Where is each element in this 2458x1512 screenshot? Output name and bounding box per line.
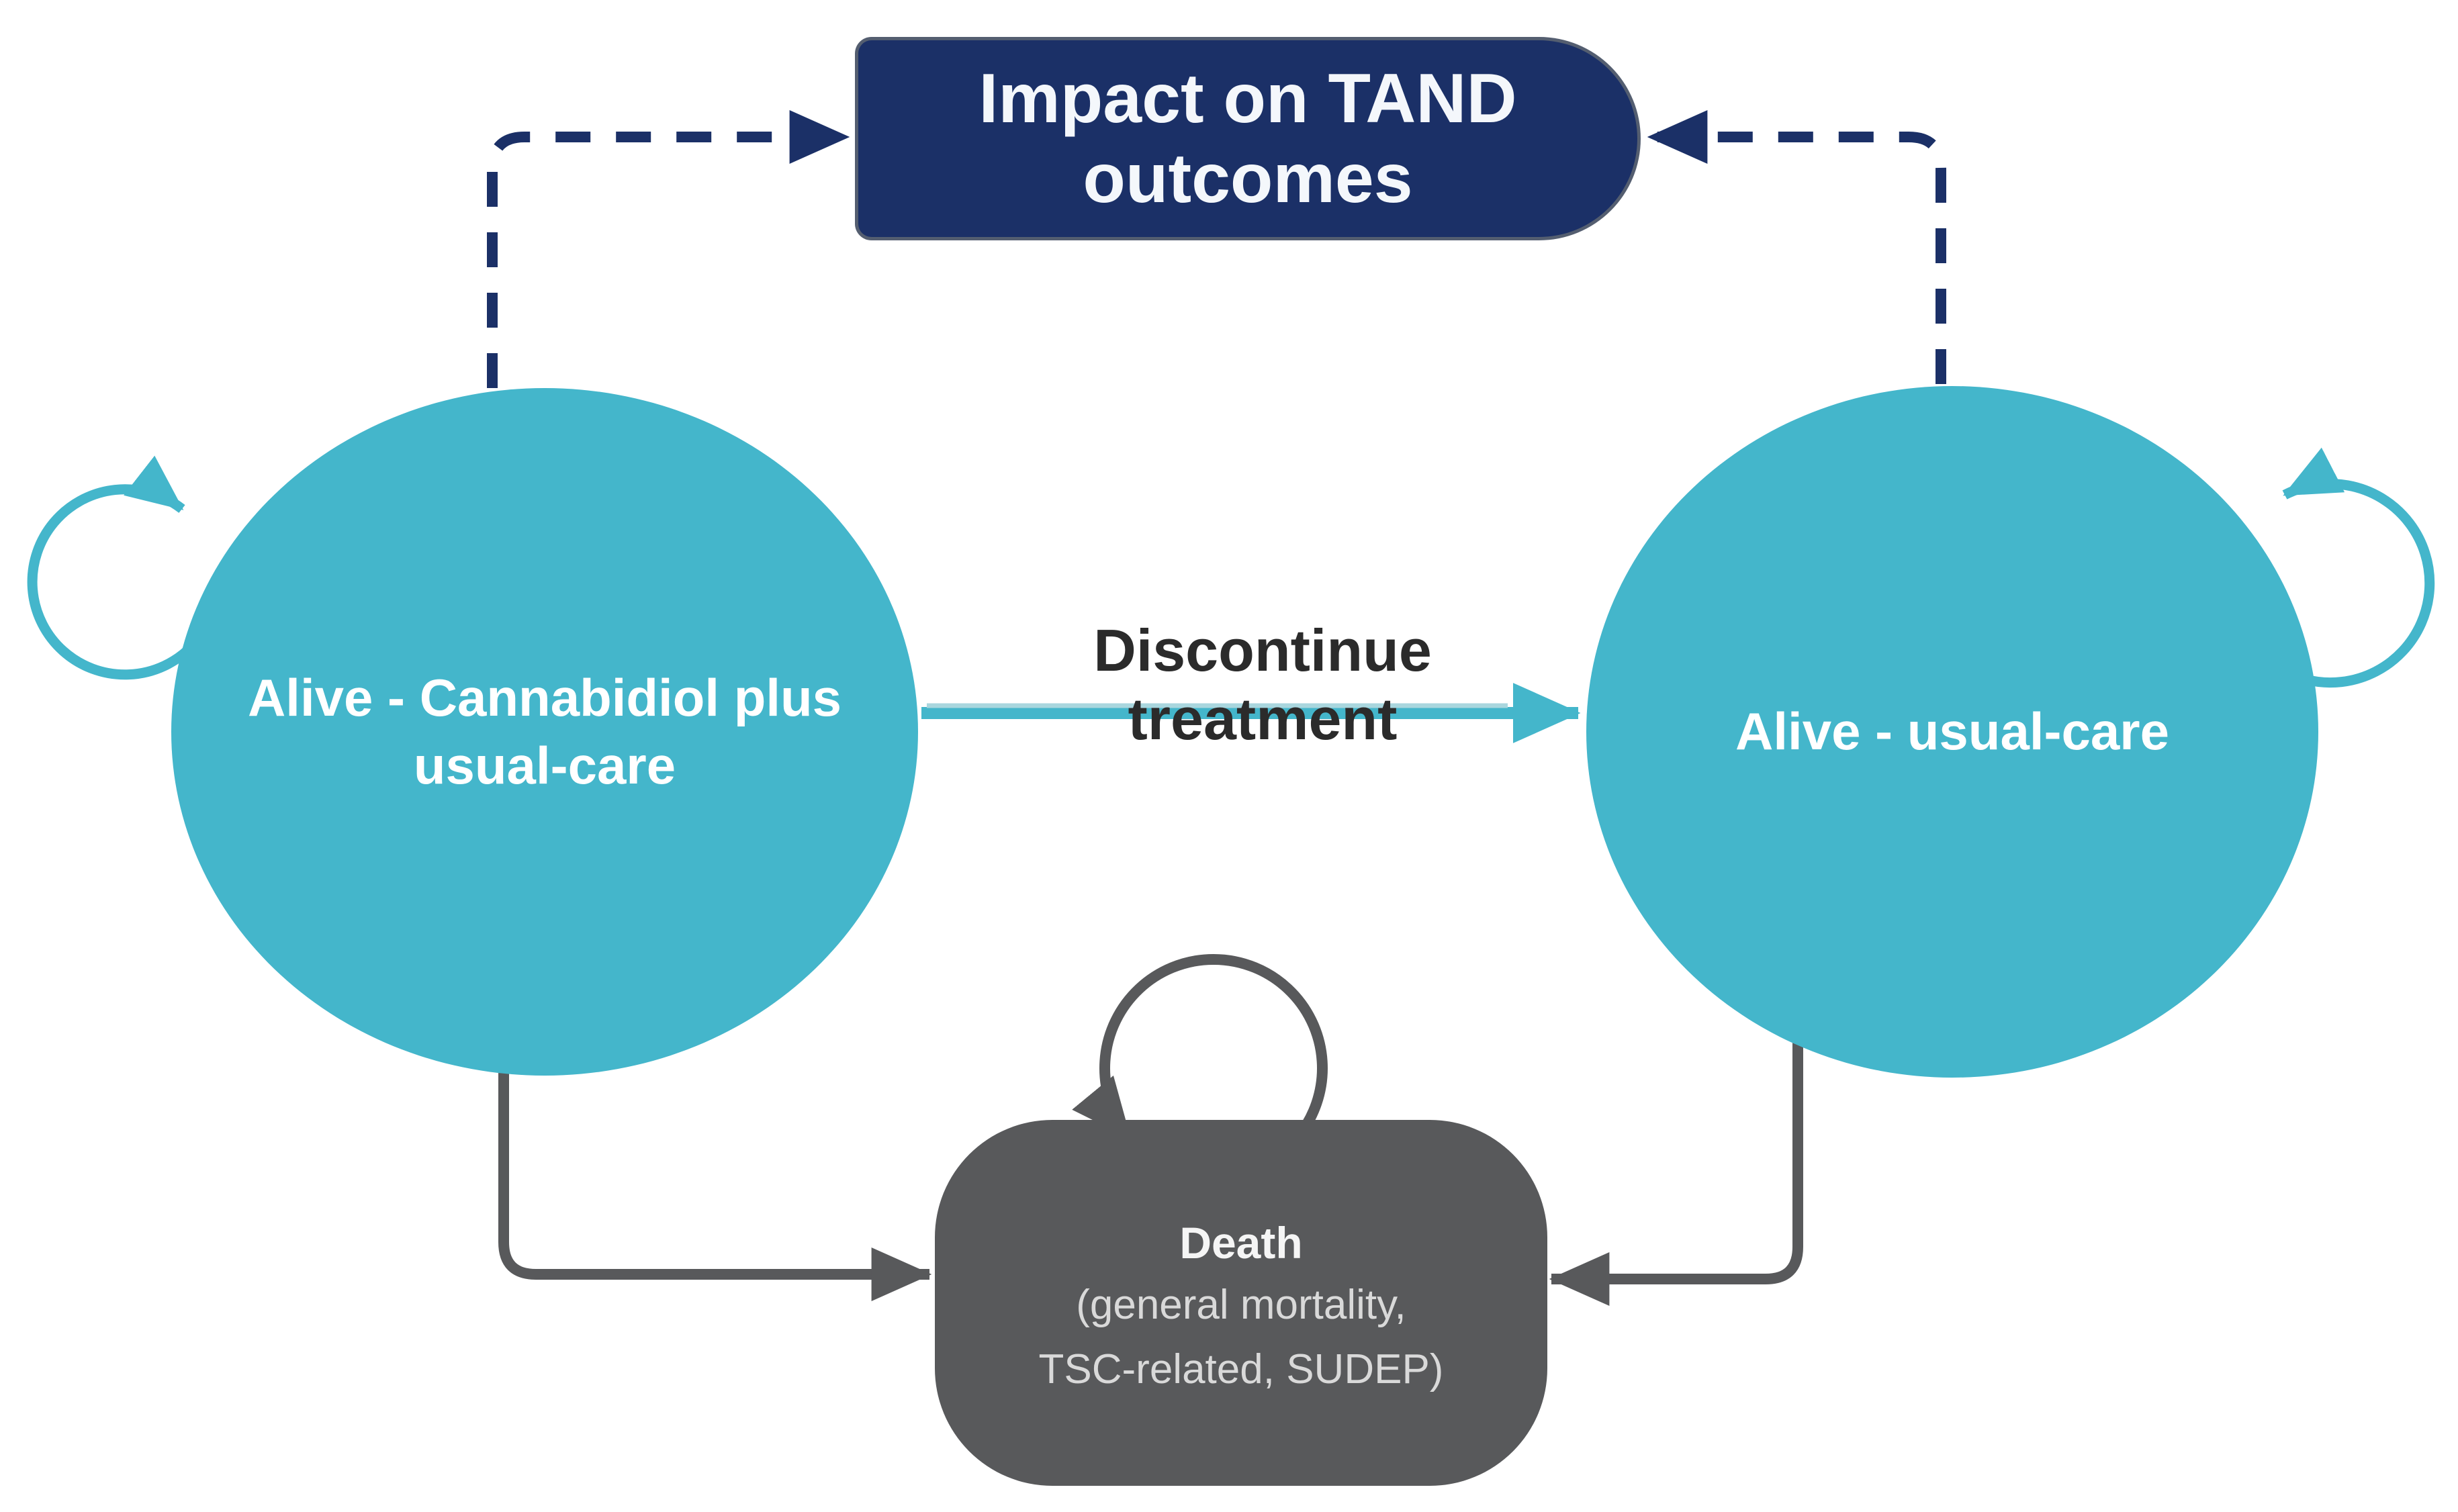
state-alive-usual-care: Alive - usual-care xyxy=(1586,386,2318,1078)
dashed-arrow-alive-cbd-to-tand xyxy=(487,110,850,388)
dashed-arrow-alive-uc-to-tand xyxy=(1647,110,1946,384)
impact-tand-line-1: Impact on TAND xyxy=(978,59,1517,138)
death-subtitle-line-2: TSC-related, SUDEP) xyxy=(1038,1346,1444,1393)
state-death: Death (general mortality, TSC-related, S… xyxy=(935,1120,1547,1486)
state-impact-tand-outcomes: Impact on TAND outcomes xyxy=(855,37,1641,240)
state-alive-cannabidiol-plus-usual-care: Alive - Cannabidiol plus usual-care xyxy=(171,388,918,1076)
self-loop-arrow-alive-cbd xyxy=(27,455,196,680)
arrow-alive-cbd-to-death xyxy=(498,1039,932,1301)
self-loop-arrow-alive-uc xyxy=(2272,447,2435,688)
arrow-alive-uc-to-death xyxy=(1549,1042,1803,1306)
self-loop-arrow-death xyxy=(1072,953,1328,1141)
death-title: Death xyxy=(1179,1217,1303,1268)
impact-tand-line-2: outcomes xyxy=(1083,139,1413,218)
transition-label-discontinue-treatment: Discontinue treatment xyxy=(1093,617,1432,752)
alive-cbd-label-line-2: usual-care xyxy=(413,736,676,795)
alive-uc-label: Alive - usual-care xyxy=(1735,702,2169,761)
death-subtitle-line-1: (general mortality, xyxy=(1076,1281,1406,1328)
alive-cbd-label-line-1: Alive - Cannabidiol plus xyxy=(247,667,842,727)
